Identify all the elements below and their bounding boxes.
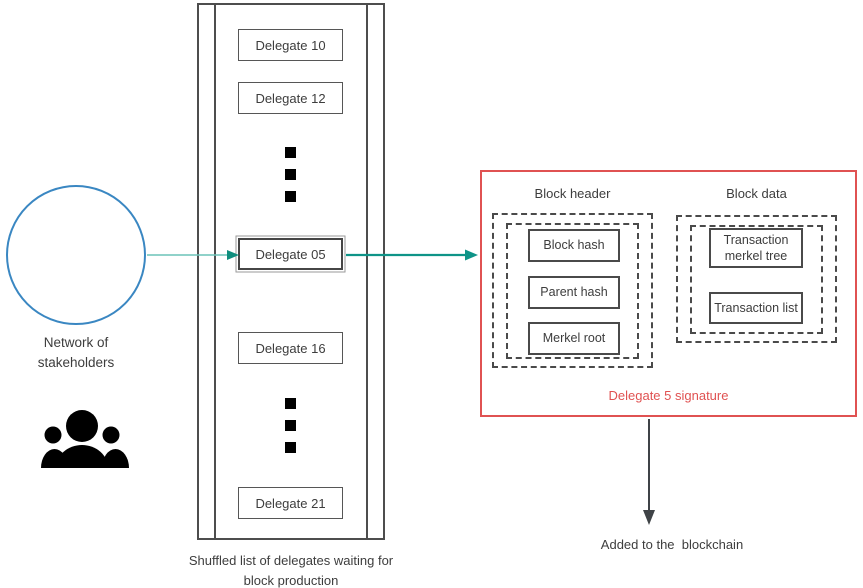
delegate-box-21: Delegate 21 [238,487,343,519]
stakeholders-label: Network of stakeholders [37,335,115,371]
arrow-block-to-blockchain [643,419,655,525]
delegate-box-05: Delegate 05 [238,238,343,270]
block-data-title: Block data [726,186,787,201]
block-header-group [492,213,653,368]
block-hash-box: Block hash [528,229,620,262]
ellipsis-dots-icon [285,147,296,213]
delegate-list-container: Delegate 10 Delegate 12 Delegate 05 Dele… [197,3,385,540]
stakeholders-circle [6,185,146,468]
block-data-group-inner [690,225,823,334]
transaction-merkel-tree-box: Transaction merkel tree [709,228,803,268]
container-inner-line-right [366,5,368,538]
container-inner-line-left [214,5,216,538]
delegate-signature-label: Delegate 5 signature [608,388,729,403]
block-container: Block header Block data Block hash Paren… [480,170,857,417]
ellipsis-dots-icon [285,398,296,464]
added-to-blockchain-label: Added to the blockchain [600,537,744,552]
block-data-group [676,215,837,343]
delegate-box-10: Delegate 10 [238,29,343,61]
people-group-icon [41,410,129,468]
delegate-box-16: Delegate 16 [238,332,343,364]
delegate-box-12: Delegate 12 [238,82,343,114]
block-header-title: Block header [534,186,611,201]
delegate-list-caption: Shuffled list of delegates waiting for b… [188,553,394,588]
merkel-root-box: Merkel root [528,322,620,355]
parent-hash-box: Parent hash [528,276,620,309]
block-header-group-inner [506,223,639,359]
transaction-list-box: Transaction list [709,292,803,324]
